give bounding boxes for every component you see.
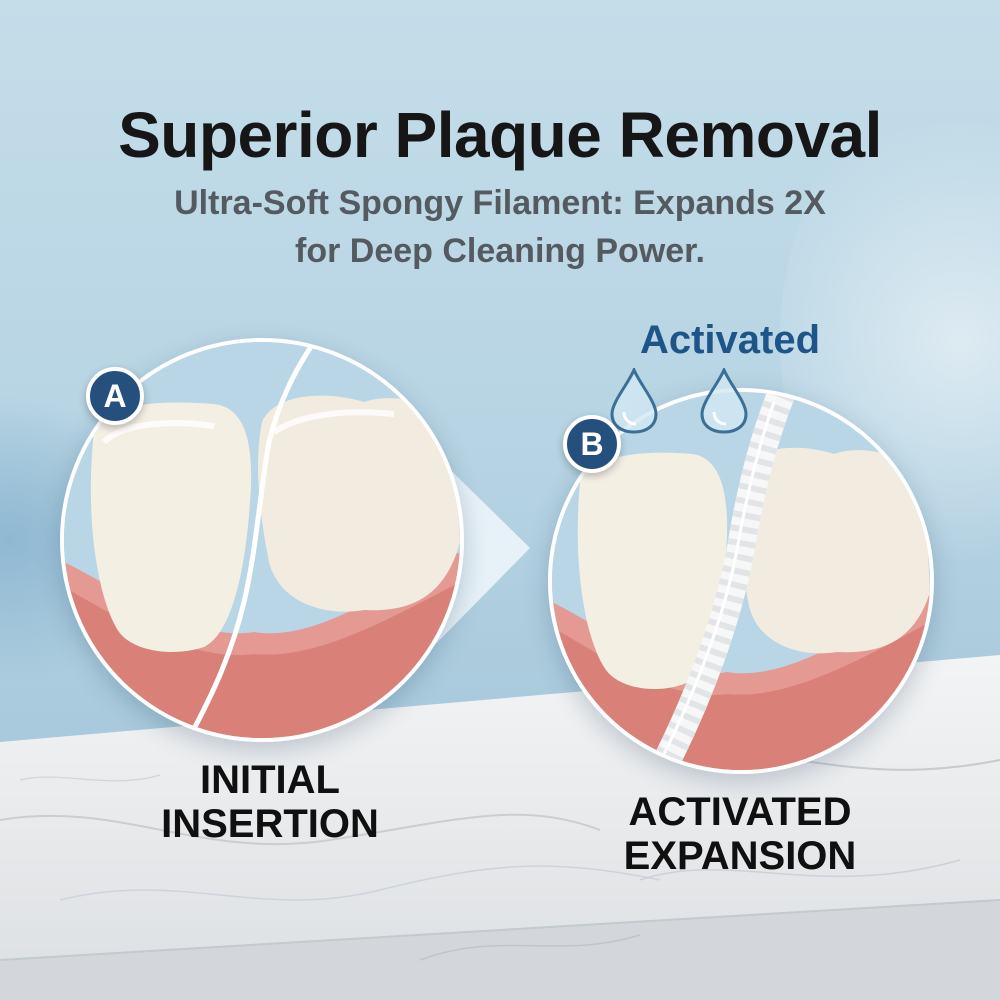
expansion-illustration: [548, 388, 934, 774]
subtitle-line-1: Ultra-Soft Spongy Filament: Expands 2X: [174, 184, 826, 222]
label-b-line-2: EXPANSION: [623, 834, 857, 878]
badge-b: B: [563, 415, 621, 473]
water-drop-icon: [610, 368, 658, 434]
water-drop-icon: [700, 368, 748, 434]
label-a-line-1: INITIAL: [200, 758, 340, 802]
subtitle-line-2: for Deep Cleaning Power.: [295, 232, 705, 270]
label-b-line-1: ACTIVATED: [628, 790, 852, 834]
insertion-illustration: [60, 338, 464, 742]
activated-tag: Activated: [639, 318, 821, 362]
label-activated-expansion: ACTIVATED EXPANSION: [610, 790, 870, 878]
label-initial-insertion: INITIAL INSERTION: [140, 758, 400, 846]
badge-a: A: [86, 367, 144, 425]
label-a-line-2: INSERTION: [161, 802, 379, 846]
page-title: Superior Plaque Removal: [118, 99, 882, 171]
